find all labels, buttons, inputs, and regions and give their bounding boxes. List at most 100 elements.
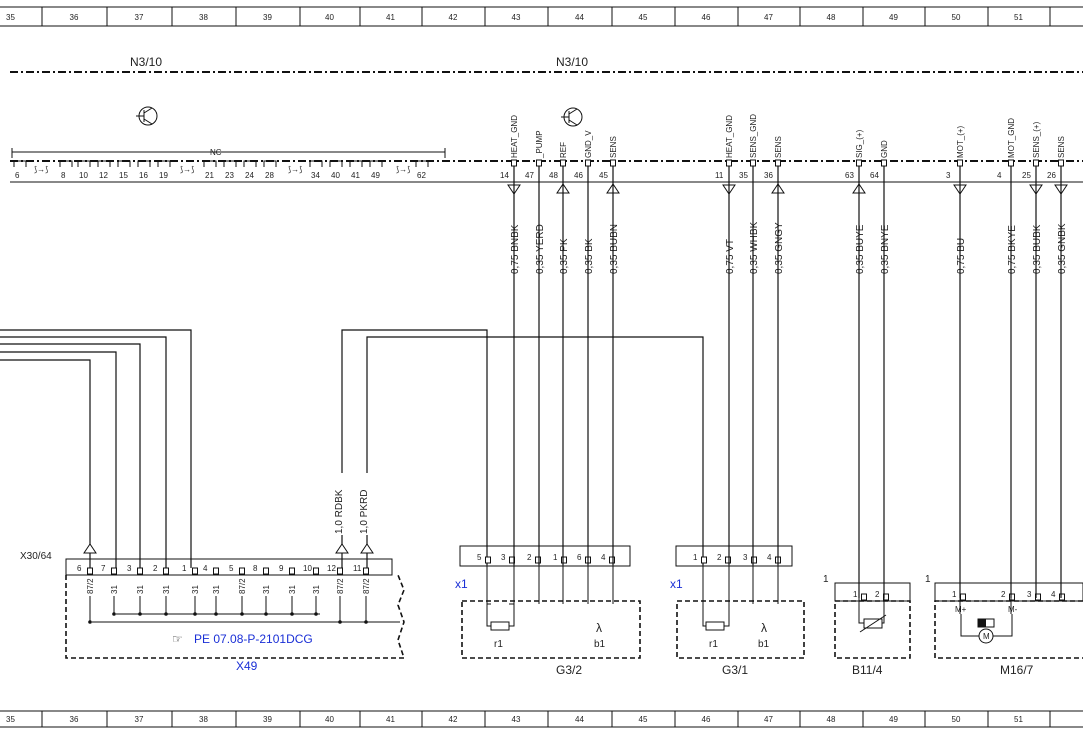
grid-column-number: 35 — [6, 13, 15, 22]
grid-column-number: 46 — [702, 13, 711, 22]
x30-pin-number: 9 — [279, 564, 284, 573]
grid-column-number: 39 — [263, 13, 272, 22]
signal-name-label: GND_V — [584, 130, 593, 158]
x30-pin-number: 10 — [303, 564, 312, 573]
reference-link[interactable]: PE 07.08-P-2101DCG — [194, 632, 313, 646]
x30-pin-marker — [111, 567, 117, 575]
component-pin-number: 3 — [743, 553, 748, 562]
signal-pin-number: 26 — [1047, 171, 1056, 180]
wire-spec-label: 0,35 GNGY — [774, 222, 785, 274]
signal-pin-marker — [1033, 159, 1039, 167]
signal-pin-marker — [585, 159, 591, 167]
x30-pin-number: 2 — [153, 564, 158, 573]
grid-column-number: 45 — [639, 13, 648, 22]
resistor-icon — [705, 621, 725, 631]
component-g3-2: x1 G3/2 r1 λ b1 — [455, 545, 641, 677]
m16-7-mplus: M+ — [955, 605, 967, 614]
signal-pin-marker — [610, 159, 616, 167]
g3-2-b1: b1 — [594, 639, 606, 650]
component-pin-marker — [1009, 593, 1015, 601]
signal-name-label: SENS_(+) — [1032, 121, 1041, 158]
x30-sub-label: 31 — [110, 585, 119, 594]
x30-pin-marker — [313, 567, 319, 575]
module-label-left: N3/10 — [130, 55, 162, 69]
nc-label: NC — [210, 148, 222, 157]
component-pin-number: 3 — [501, 553, 506, 562]
bridge-symbol-icon: ⟆→⟆ — [288, 165, 302, 174]
signal-pin-marker — [511, 159, 517, 167]
signal-pin-number: 36 — [764, 171, 773, 180]
component-pin-number: 2 — [717, 553, 722, 562]
grid-column-number: 49 — [889, 13, 898, 22]
component-pin-marker — [960, 593, 966, 601]
signal-pin-marker — [957, 159, 963, 167]
x30-sub-label: 31 — [312, 585, 321, 594]
wire-spec-label: 0,35 BK — [584, 238, 595, 274]
x30-pin-marker — [213, 567, 219, 575]
input-arrow-icon — [335, 543, 349, 554]
x30-sub-label: 31 — [288, 585, 297, 594]
signal-pin-number: 64 — [870, 171, 879, 180]
signal-name-label: REF — [559, 142, 568, 158]
component-pin-marker — [861, 593, 867, 601]
component-pin-number: 1 — [853, 590, 858, 599]
signal-pin-marker — [856, 159, 862, 167]
lambda-sensor-icon: λ — [596, 621, 602, 635]
bus-pin-number: 16 — [139, 171, 148, 180]
x30-pin-marker — [363, 567, 369, 575]
component-pin-number: 1 — [553, 553, 558, 562]
signal-pin-number: 14 — [500, 171, 509, 180]
wire-spec-label: 0,35 GNBK — [1057, 223, 1068, 274]
signal-name-label: _PUMP — [535, 130, 544, 159]
component-pin-number: 5 — [477, 553, 482, 562]
grid-column-number: 42 — [449, 715, 458, 724]
bus-pin-number: 24 — [245, 171, 254, 180]
x30-pin-number: 4 — [203, 564, 208, 573]
x49-label: X49 — [236, 659, 258, 673]
input-arrow-icon — [360, 543, 374, 554]
wire-spec-label: 0,35 PK — [559, 238, 570, 274]
signal-pin-number: 3 — [946, 171, 951, 180]
x30-pin-marker — [239, 567, 245, 575]
grid-column-number: 45 — [639, 715, 648, 724]
bridge-symbol-icon: ⟆→⟆ — [396, 165, 410, 174]
wire-spec-label: 0,35 BUYE — [855, 224, 866, 274]
grid-column-number: 50 — [952, 715, 961, 724]
grid-column-number: 36 — [70, 715, 79, 724]
signal-pin-number: 25 — [1022, 171, 1031, 180]
signal-name-label: MOT_GND — [1007, 118, 1016, 158]
grid-column-number: 37 — [135, 715, 144, 724]
grid-column-number: 37 — [135, 13, 144, 22]
g3-1-label: G3/1 — [722, 663, 748, 677]
grid-column-number: 36 — [70, 13, 79, 22]
grid-column-number: 40 — [325, 13, 334, 22]
component-pin-marker — [725, 556, 731, 564]
signal-pin-number: 47 — [525, 171, 534, 180]
b11-4-label: B11/4 — [852, 663, 883, 677]
component-pin-number: 4 — [767, 553, 772, 562]
bus-pin-number: 23 — [225, 171, 234, 180]
wire-spec-label: 0,75 VT — [725, 239, 736, 274]
component-pin-number: 4 — [1051, 590, 1056, 599]
m16-7-mminus: M- — [1008, 605, 1018, 614]
grid-column-number: 39 — [263, 715, 272, 724]
wire-spec-label: 1,0 RDBK — [334, 489, 345, 534]
transistor-icon — [561, 107, 583, 127]
bus-pin-number: 12 — [99, 171, 108, 180]
grid-column-number: 48 — [827, 715, 836, 724]
signal-name-label: SENS — [609, 136, 618, 158]
signal-pin-marker — [775, 159, 781, 167]
x30-label: X30/64 — [20, 551, 52, 562]
m16-7-label: M16/7 — [1000, 663, 1034, 677]
x30-sub-label: 87/2 — [362, 578, 371, 594]
x30-pin-number: 8 — [253, 564, 258, 573]
x30-pin-marker — [289, 567, 295, 575]
bus-pin-number: 34 — [311, 171, 320, 180]
wire-spec-label: 0,35 BNYE — [880, 224, 891, 274]
signal-name-label: SENS — [1057, 136, 1066, 158]
signal-pin-marker — [881, 159, 887, 167]
grid-column-number: 38 — [199, 13, 208, 22]
